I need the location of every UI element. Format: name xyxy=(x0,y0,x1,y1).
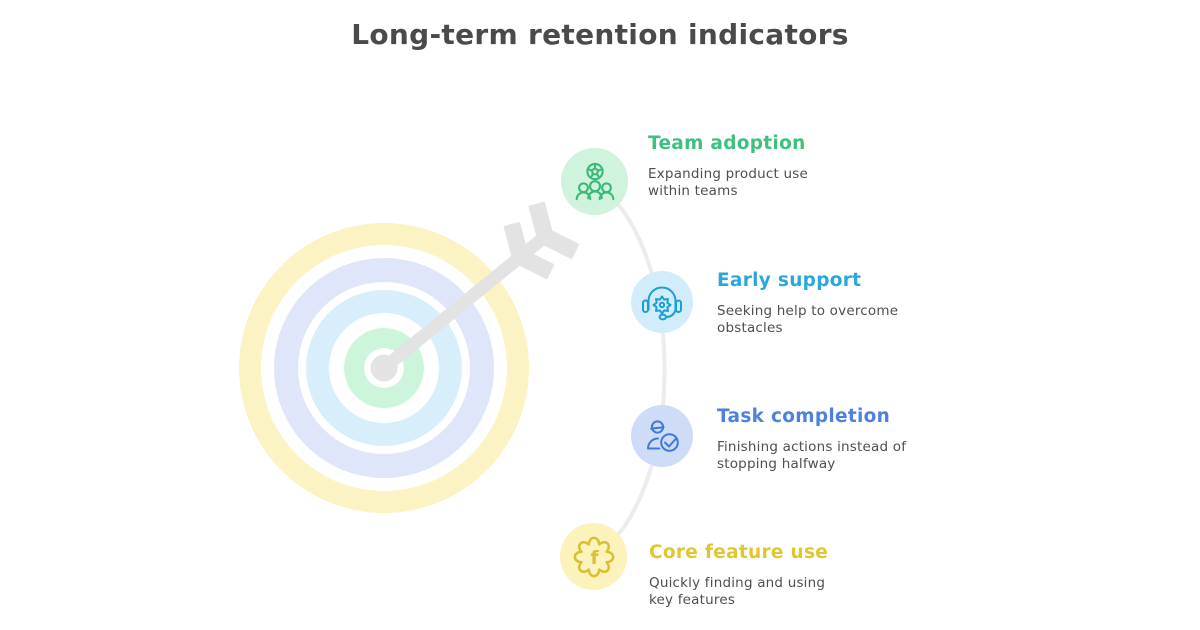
team-adoption-description: Expanding product use within teams xyxy=(648,166,808,199)
team-adoption-title: Team adoption xyxy=(648,133,806,154)
arrow-fletching-front xyxy=(503,221,555,280)
task-completion-badge xyxy=(631,405,693,467)
page-title: Long-term retention indicators xyxy=(351,18,849,51)
arrow-in-bullseye xyxy=(377,201,580,375)
early-support-description: Seeking help to overcome obstacles xyxy=(717,303,899,336)
core-feature-use-title: Core feature use xyxy=(649,542,829,563)
core-feature-use-description: Quickly finding and using key features xyxy=(649,575,826,608)
team-adoption-badge xyxy=(561,148,628,215)
headset-gear-icon xyxy=(642,286,682,321)
feature-gear-f-icon: f xyxy=(573,536,614,577)
task-completion-title: Task completion xyxy=(717,406,891,427)
core-feature-use-badge: f xyxy=(560,523,627,590)
svg-text:f: f xyxy=(590,547,599,568)
person-checkmark-icon xyxy=(647,420,681,454)
core-feature-use-item: Core feature use Quickly finding and usi… xyxy=(649,541,828,608)
arrow-impact-dot xyxy=(370,354,398,382)
early-support-badge xyxy=(631,271,693,333)
early-support-title: Early support xyxy=(717,270,862,291)
connector-curve xyxy=(592,180,667,559)
arrow-fletching-back xyxy=(528,201,580,260)
early-support-item: Early support Seeking help to overcome o… xyxy=(717,269,898,336)
task-completion-description: Finishing actions instead of stopping ha… xyxy=(717,439,907,472)
task-completion-item: Task completion Finishing actions instea… xyxy=(717,405,906,472)
team-adoption-item: Team adoption Expanding product use with… xyxy=(648,132,808,199)
team-people-ball-icon xyxy=(575,162,614,200)
